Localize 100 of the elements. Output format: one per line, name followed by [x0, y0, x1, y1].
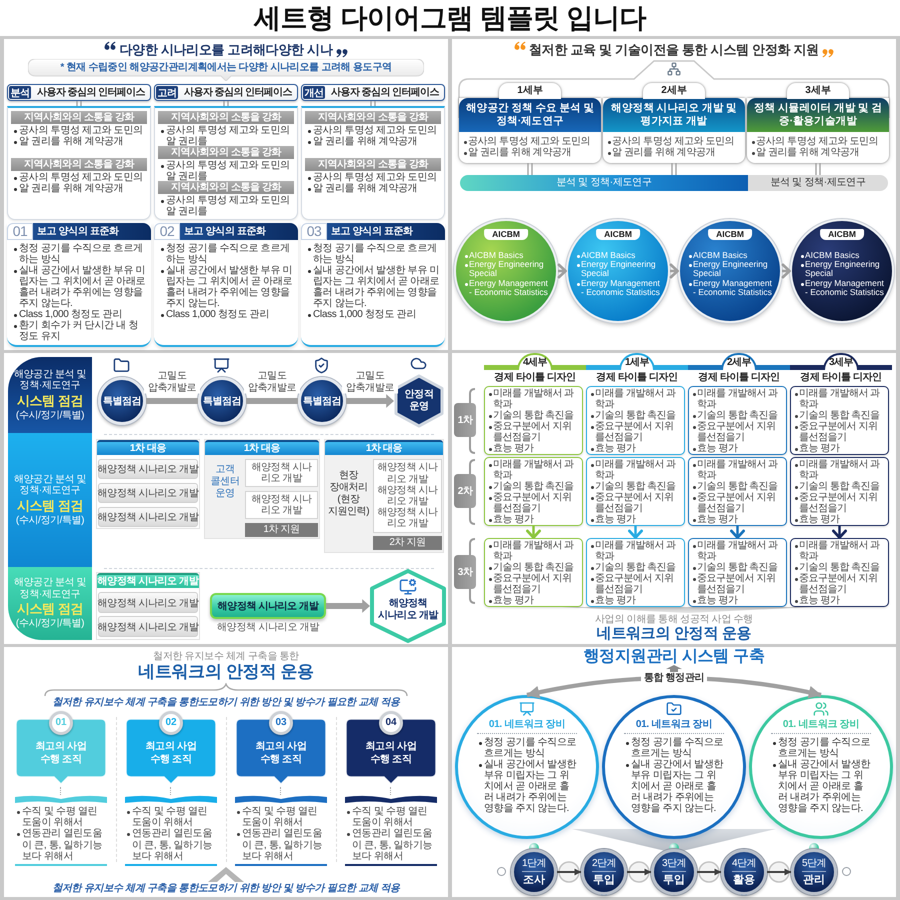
report-title: 보고 양식의 표준화 [180, 223, 298, 240]
option-pill: 해양정책 시나리오 개발 [98, 483, 198, 503]
bullet-text: 청정 공기를 수직으로 흐르게는 방식 [477, 737, 577, 759]
status-bar: 1차 지원 [245, 523, 318, 537]
check-circle: 특별점검 [98, 377, 146, 425]
bullet-text: 중요구분에서 지위를선점을기 [793, 573, 886, 595]
option-pill: 해양정책 시나리오 개발 [98, 459, 198, 479]
phase-bar: 분석 및 정책·제도연구 [460, 175, 748, 191]
circle-title: 01. 네트워크 장비 [782, 719, 860, 731]
bullet-text: Energy Engineering Special [463, 260, 549, 279]
card-title: 최고의 사업 수행 조직 [254, 741, 308, 766]
item-box [586, 538, 685, 607]
stage-number: 1단계 [522, 858, 546, 872]
panel-header: 1차 대응 [97, 440, 199, 455]
bullet-text: 수직 및 수평 열린도움이 위해서 [125, 806, 217, 828]
edge-label: 고밀도 압축개발로 [342, 370, 398, 394]
bullet-text: 알 권리를 위해 계약공개 [305, 136, 441, 148]
arrow [697, 868, 722, 876]
bullet-text: 공사의 투명성 제고와 도민의 [305, 172, 441, 184]
card-title: 해양정책 시나리오 개발 및 평가지표 개발 [610, 102, 738, 128]
stage-name: 활용 [733, 872, 755, 886]
band-title: 시스템 점검 [16, 601, 84, 618]
header-box [301, 84, 445, 101]
option-pill: 해양정책 시나리오 개발 [98, 592, 198, 613]
item-box [790, 538, 889, 607]
bullet-text: 미래를 개발해서 과학과 [793, 459, 886, 481]
header-box [7, 84, 151, 101]
row-tab: 2차 [454, 474, 476, 508]
item-box [688, 457, 787, 526]
bullet-text: 공사의 투명성 제고와 도민의 [750, 136, 886, 148]
bullet-text: 미래를 개발해서 과학과 [487, 459, 580, 481]
tab-label: 1세부 [499, 83, 561, 99]
item-box [484, 457, 583, 526]
section-bar: 지역사회와의 소통을 강화 [158, 146, 294, 159]
chevron-arrow [730, 526, 745, 539]
bullet-text: 미래를 개발해서 과학과 [589, 388, 682, 410]
item-text: 해양정책 시나리오 개발 [376, 507, 439, 530]
item-box [688, 386, 787, 455]
bullet-text: 공사의 투명성 제고와 도민의 알 권리를 [158, 195, 294, 218]
section-bar: 지역사회와의 소통을 강화 [305, 111, 441, 124]
double-line-connector [76, 100, 82, 107]
bullet-text: 기술의 통합 촉진을 [589, 562, 682, 573]
row-tab: 3차 [454, 555, 476, 589]
tab-label: AICBM [596, 229, 640, 240]
bullet-text: 효능 평가 [793, 595, 886, 606]
bullet-text: Energy Management - Economic Statistics [687, 278, 773, 298]
slide-panel [452, 353, 896, 644]
bullet-text: 중요구분에서 지위를선점을기 [793, 421, 886, 443]
double-line-connector [370, 100, 376, 107]
bullet-text: 미래를 개발해서 과학과 [793, 388, 886, 410]
bullet-text: Class 1,000 청정도 관리 [305, 309, 441, 320]
item-box [484, 538, 583, 607]
tab-label: 3세부 [823, 353, 859, 370]
response-panel [204, 439, 320, 539]
header-box [154, 84, 298, 101]
stage-circle [511, 849, 557, 895]
side-text: 현장 장애처리 (현장 지원인력) [326, 470, 370, 518]
double-line-connector [527, 162, 533, 176]
bullet-text: 청정 공기를 수직으로 흐르게 하는 방식 [158, 243, 294, 265]
status-bar: 2차 지원 [373, 536, 442, 550]
bullet-text: 효능 평가 [487, 514, 580, 525]
bullet-text: 중요구분에서 지위를선점을기 [487, 573, 580, 595]
arrow [627, 868, 652, 876]
column-title: 경제 타이틀 디자인 [800, 372, 882, 384]
bullet-text: 알 권리를 위해 계약공개 [11, 183, 147, 194]
bullet-text: 수직 및 수평 열린도움이 위해서 [345, 806, 437, 828]
stage-number: 2단계 [592, 858, 616, 872]
bullet-text: 연동관리 열린도움이 큰, 통, 일하기능 보다 위해서 [15, 828, 107, 862]
tag-label: 고려 [156, 86, 178, 99]
bullet-text: AICBM Basics [463, 250, 549, 260]
item-text: 해양정책 시나리오 개발 [250, 494, 313, 516]
bullet-text: 기술의 통합 촉진을 [691, 410, 784, 421]
bullet-text: 실내 공간에서 발생한 부유 미립자는 그 위치에서 곧 아래로 흘러 내려가 주위에는 영향을 주지 않는다. [11, 265, 147, 309]
page-title: 세트형 다이어그램 템플릿 입니다 [254, 2, 646, 35]
bullet-text: 기술의 통합 촉진을 [793, 562, 886, 573]
hexagon-label: 해양정책 시나리오 개발 [377, 598, 440, 622]
side-band [8, 357, 92, 433]
section-bar: 지역사회와의 소통을 강화 [11, 111, 147, 124]
note-text: 철저한 유지보수 체계 구축을 통한도모하기 위한 방안 및 방수가 필요한 교체 적용 [52, 697, 400, 709]
arrow [346, 394, 394, 408]
option-pill: 해양정책 시나리오 개발 [98, 507, 198, 527]
bullet-text: 미래를 개발해서 과학과 [487, 540, 580, 562]
bullet-text: 연동관리 열린도움이 큰, 통, 일하기능 보다 위해서 [235, 828, 327, 862]
bullet-text: 중요구분에서 지위를선점을기 [691, 421, 784, 443]
team-card [15, 711, 107, 785]
stage-number: 3단계 [662, 858, 686, 872]
item-box [790, 457, 889, 526]
bullet-text: 기술의 통합 촉진을 [589, 481, 682, 492]
stage-circle [721, 849, 767, 895]
bullet-text: 미래를 개발해서 과학과 [589, 459, 682, 481]
check-circle: 특별점검 [298, 377, 346, 425]
bullet-text: 청정 공기를 수직으로 흐르게 하는 방식 [11, 243, 147, 265]
tag-label: 분석 [9, 86, 31, 99]
step-number: 02 [154, 223, 180, 240]
bullet-text: AICBM Basics [799, 250, 885, 260]
column-title: 경제 타이틀 디자인 [596, 372, 678, 384]
stage-circle [651, 849, 697, 895]
team-card [125, 711, 217, 785]
bullet-text: 기술의 통합 촉진을 [691, 562, 784, 573]
report-box [7, 223, 151, 347]
